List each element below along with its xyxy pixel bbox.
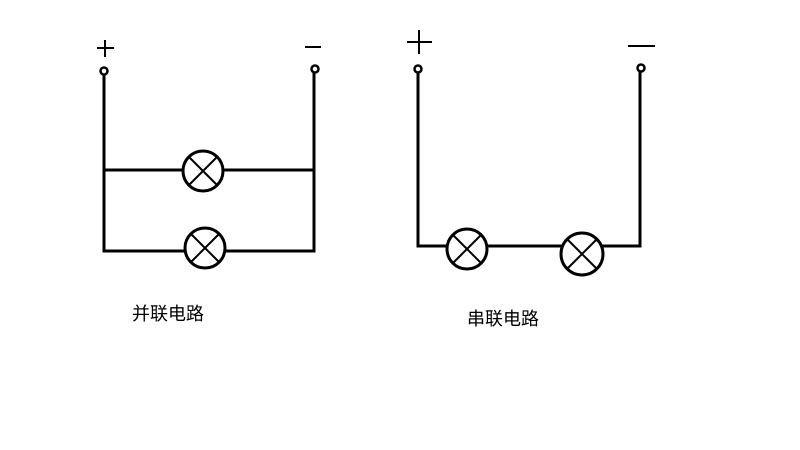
positive-sign — [97, 40, 114, 57]
parallel-positive-label: + — [91, 36, 92, 37]
positive-sign — [407, 30, 432, 54]
series-circuit — [407, 30, 655, 277]
lamp-icon — [183, 226, 227, 270]
lamp-icon — [181, 149, 225, 193]
parallel-wires — [102, 70, 316, 253]
series-circuit-label: 串联电路 — [467, 309, 539, 330]
series-negative-label: − — [628, 36, 629, 37]
parallel-circuit — [97, 40, 321, 270]
positive-terminal — [99, 66, 109, 76]
lamp-icon — [559, 231, 605, 277]
series-positive-label: + — [405, 30, 406, 31]
lamp-icon — [445, 227, 489, 271]
parallel-circuit-label: 并联电路 — [132, 304, 204, 325]
negative-terminal — [310, 64, 320, 74]
negative-terminal — [636, 63, 646, 73]
parallel-negative-label: − — [305, 36, 306, 37]
positive-terminal — [413, 64, 423, 74]
series-wires — [416, 68, 642, 248]
